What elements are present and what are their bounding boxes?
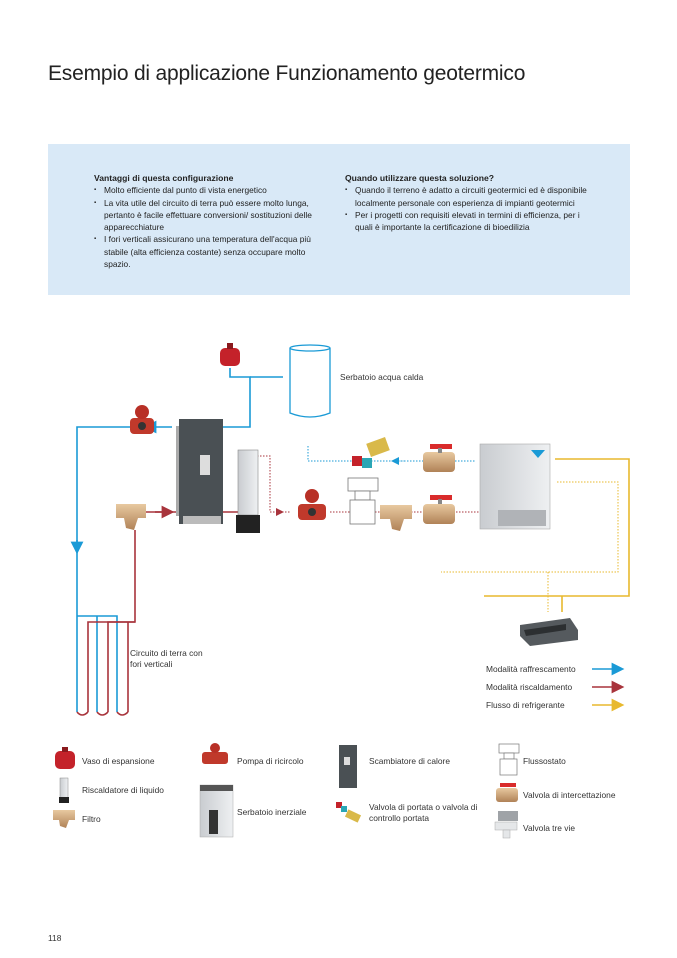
when-to-use-heading: Quando utilizzare questa soluzione? [345, 173, 494, 183]
legend-heating: Modalità riscaldamento [486, 682, 573, 692]
expansion-vessel [220, 343, 240, 366]
indoor-unit [520, 618, 578, 646]
refrigerant-dotted-lines [441, 481, 619, 612]
flow-switch [347, 477, 379, 525]
legend-cooling: Modalità raffrescamento [486, 664, 576, 674]
shutoff-valve-icon [496, 783, 518, 802]
key-filter: Filtro [82, 814, 101, 824]
shutoff-valve-bottom [423, 495, 455, 524]
heating-pipes [87, 505, 240, 712]
advantage-item: Molto efficiente dal punto di vista ener… [94, 184, 324, 197]
circulation-pump [130, 405, 154, 434]
buffer-tank-icon [199, 784, 234, 838]
filter-2 [380, 505, 412, 531]
circulation-pump-icon [202, 743, 228, 764]
key-flow-valve: Valvola di portata o valvola di controll… [369, 802, 478, 823]
three-way-valve-icon [494, 811, 518, 839]
filter [116, 504, 146, 530]
ground-loop-label: Circuito di terra con fori verticali [130, 648, 203, 669]
hot-water-tank-label: Serbatoio acqua calda [340, 372, 424, 382]
advantage-item: I fori verticali assicurano una temperat… [94, 233, 324, 270]
heat-exchanger [176, 419, 223, 524]
heat-pump-unit [479, 443, 551, 530]
flow-switch-icon [498, 743, 520, 776]
advantages-section: Vantaggi di questa configurazione Molto … [94, 172, 324, 270]
info-box: Vantaggi di questa configurazione Molto … [48, 144, 630, 295]
key-flow-switch: Flussostato [523, 756, 566, 766]
refrigerant-lines [484, 458, 630, 612]
when-to-use-item: Per i progetti con requisiti elevati in … [345, 209, 595, 234]
expansion-vessel-icon [55, 747, 75, 769]
page-title: Esempio di applicazione Funzionamento ge… [48, 62, 526, 85]
key-circulation-pump: Pompa di ricircolo [237, 756, 304, 766]
key-liquid-heater: Riscaldatore di liquido [82, 785, 164, 795]
key-expansion-vessel: Vaso di espansione [82, 756, 155, 766]
legend-refrigerant: Flusso di refrigerante [486, 700, 565, 710]
legend-arrows [592, 662, 625, 712]
filter-icon [53, 810, 75, 828]
dotted-cooling-line [307, 446, 475, 465]
key-three-way-valve: Valvola tre vie [523, 823, 575, 833]
key-heat-exchanger: Scambiatore di calore [369, 756, 450, 766]
heat-exchanger-icon [339, 745, 357, 788]
liquid-heater-icon [59, 777, 69, 803]
shutoff-valve-top [423, 444, 455, 472]
when-to-use-item: Quando il terreno è adatto a circuiti ge… [345, 184, 595, 209]
key-shutoff-valve: Valvola di intercettazione [523, 790, 616, 800]
hot-water-tank [289, 344, 331, 418]
advantage-item: La vita utile del circuito di terra può … [94, 197, 324, 234]
flow-valve [352, 437, 390, 468]
key-buffer-tank: Serbatoio inerziale [237, 807, 307, 817]
advantages-heading: Vantaggi di questa configurazione [94, 173, 234, 183]
liquid-heater [236, 449, 260, 533]
ground-loop-bends [76, 711, 129, 716]
when-to-use-section: Quando utilizzare questa soluzione? Quan… [345, 172, 595, 233]
page-number: 118 [48, 933, 62, 943]
flow-valve-icon [336, 802, 362, 823]
circulation-pump-2 [298, 489, 326, 520]
